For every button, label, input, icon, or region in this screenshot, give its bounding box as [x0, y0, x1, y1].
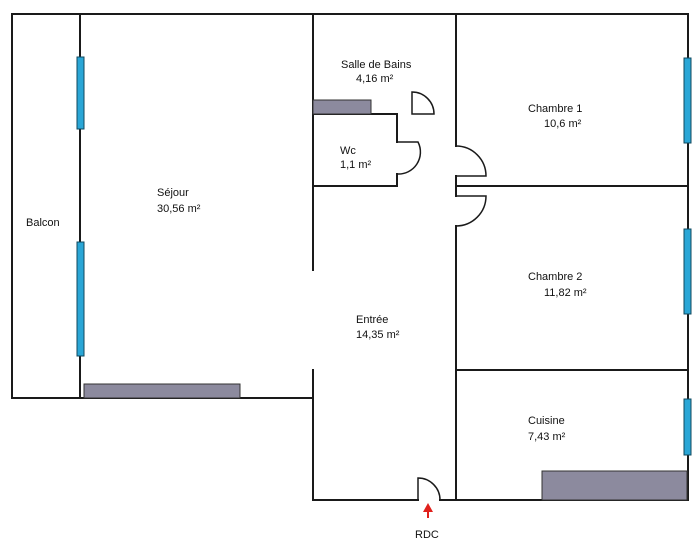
room-name-salle-de-bains: Salle de Bains	[341, 59, 412, 71]
room-labels: Balcon Séjour 30,56 m² Salle de Bains 4,…	[26, 59, 587, 443]
window-balcon-bottom	[76, 241, 85, 357]
walls	[11, 13, 689, 501]
door-chambre2	[455, 195, 487, 227]
room-name-wc: Wc	[340, 145, 356, 157]
room-area-salle-de-bains: 4,16 m²	[356, 73, 394, 85]
room-name-cuisine: Cuisine	[528, 415, 565, 427]
door-wc	[396, 141, 422, 175]
entrance-arrow-icon	[423, 503, 433, 518]
room-area-wc: 1,1 m²	[340, 159, 372, 171]
furniture	[83, 99, 688, 501]
door-salle-de-bains	[411, 91, 435, 115]
furniture-sejour	[83, 383, 241, 399]
entrance-label: RDC	[415, 529, 439, 541]
window-chambre1	[683, 57, 692, 144]
room-name-chambre1: Chambre 1	[528, 103, 582, 115]
door-chambre1	[455, 145, 487, 177]
windows	[76, 56, 692, 456]
room-name-entree: Entrée	[356, 314, 388, 326]
entrance-marker: RDC	[415, 503, 439, 541]
doors	[396, 91, 487, 501]
room-area-chambre2: 11,82 m²	[544, 287, 587, 299]
room-name-chambre2: Chambre 2	[528, 271, 582, 283]
room-name-balcon: Balcon	[26, 217, 60, 229]
room-name-sejour: Séjour	[157, 187, 189, 199]
window-cuisine	[683, 398, 692, 456]
room-area-sejour: 30,56 m²	[157, 203, 201, 215]
room-area-chambre1: 10,6 m²	[544, 118, 582, 130]
room-area-cuisine: 7,43 m²	[528, 431, 566, 443]
room-area-entree: 14,35 m²	[356, 329, 400, 341]
window-balcon-top	[76, 56, 85, 130]
furniture-salle-de-bains	[312, 99, 372, 115]
window-chambre2	[683, 228, 692, 315]
furniture-cuisine	[541, 470, 688, 501]
door-entree	[417, 477, 441, 501]
